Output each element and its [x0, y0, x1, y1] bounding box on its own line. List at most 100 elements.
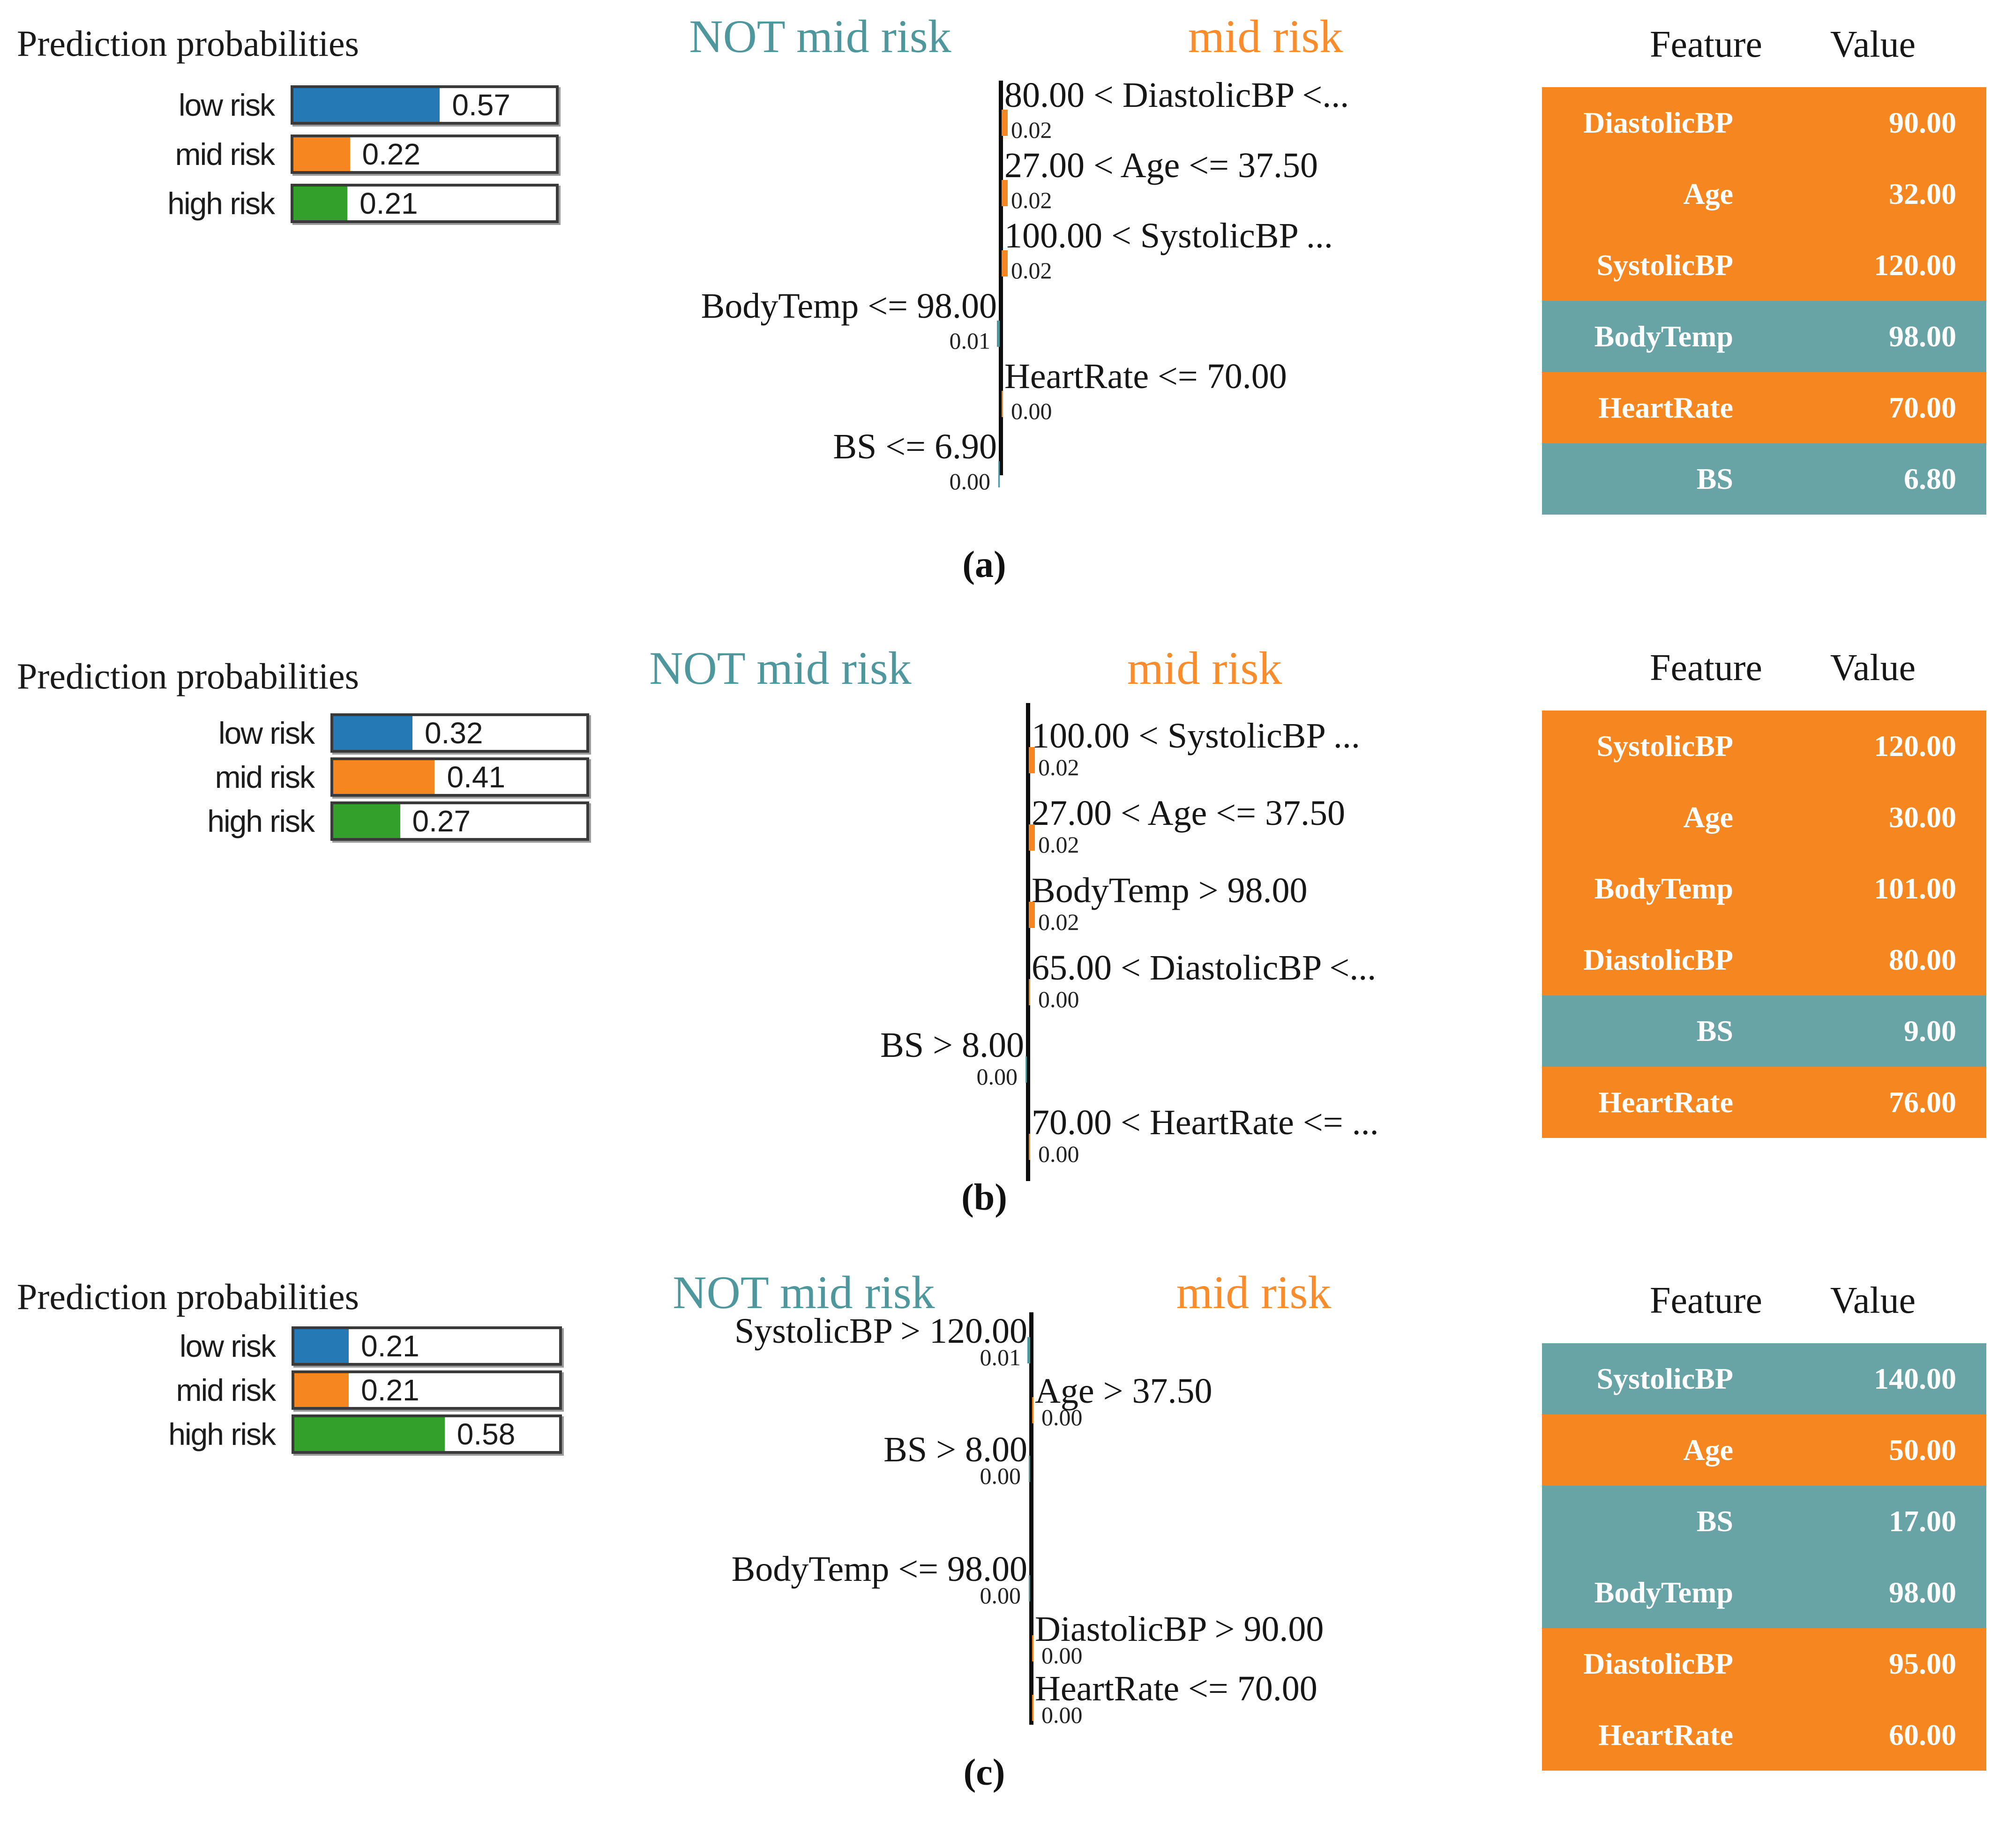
positive-class-header: mid risk	[1127, 642, 1282, 694]
weight-value: 0.02	[1011, 257, 1052, 284]
table-row: BS 6.80	[1542, 443, 1986, 515]
feature-cell: BodyTemp	[1594, 872, 1733, 905]
probability-row-high-risk: high risk 0.58	[0, 1414, 1991, 1454]
positive-class-header: mid risk	[1188, 10, 1343, 62]
table-header-value: Value	[1830, 24, 1916, 65]
table-row: BS 9.00	[1542, 995, 1986, 1067]
panel-a: Prediction probabilities low risk 0.57 m…	[0, 0, 1991, 623]
weight-value: 0.00	[1041, 1404, 1083, 1430]
table-header-feature: Feature	[1650, 24, 1762, 65]
feature-cell: SystolicBP	[1596, 1362, 1733, 1395]
probability-row-low-risk: low risk 0.21	[0, 1326, 1991, 1366]
condition-label: 27.00 < Age <= 37.50	[1032, 793, 1346, 833]
feature-cell: Age	[1683, 801, 1733, 834]
condition-label: DiastolicBP > 90.00	[1035, 1609, 1324, 1649]
feature-cell: SystolicBP	[1596, 729, 1733, 763]
negative-class-header: NOT mid risk	[649, 642, 912, 694]
feature-cell: Age	[1683, 177, 1733, 210]
value-cell: 50.00	[1889, 1433, 1956, 1466]
prob-label: high risk	[207, 804, 315, 838]
prob-bar-fill	[294, 1329, 349, 1363]
table-row: DiastolicBP 90.00	[1542, 87, 1986, 158]
lime-row: 27.00 < Age <= 37.50 0.02	[0, 145, 1991, 216]
weight-value: 0.00	[1038, 1141, 1079, 1167]
table-row: SystolicBP 140.00	[1542, 1343, 1986, 1414]
table-row: DiastolicBP 95.00	[1542, 1628, 1986, 1699]
table-row: SystolicBP 120.00	[1542, 230, 1986, 301]
weight-tick	[1002, 391, 1003, 417]
condition-label: 100.00 < SystolicBP ...	[1004, 216, 1333, 255]
table-row: HeartRate 70.00	[1542, 372, 1986, 443]
condition-label: BS > 8.00	[880, 1025, 1024, 1065]
prob-label: high risk	[167, 186, 275, 221]
condition-label: SystolicBP > 120.00	[734, 1311, 1027, 1351]
weight-tick	[1029, 979, 1030, 1005]
prob-bar: 0.41	[330, 757, 589, 797]
feature-cell: HeartRate	[1598, 1718, 1733, 1751]
value-cell: 90.00	[1889, 106, 1956, 139]
prob-bar: 0.58	[292, 1414, 562, 1454]
weight-tick	[1025, 1056, 1027, 1083]
prob-bar-fill	[293, 137, 350, 171]
feature-cell: HeartRate	[1598, 391, 1733, 424]
weight-tick	[1029, 1575, 1030, 1601]
prob-value: 0.41	[447, 760, 506, 794]
feature-cell: DiastolicBP	[1583, 943, 1733, 976]
prob-label: low risk	[179, 1329, 276, 1363]
value-cell: 80.00	[1889, 943, 1956, 976]
weight-value: 0.02	[1038, 754, 1079, 780]
condition-label: HeartRate <= 70.00	[1004, 357, 1287, 396]
lime-row: 100.00 < SystolicBP ... 0.02	[0, 216, 1991, 286]
value-cell: 98.00	[1889, 1576, 1956, 1609]
weight-tick	[1029, 747, 1035, 773]
table-header-value: Value	[1830, 647, 1916, 688]
value-cell: 60.00	[1889, 1718, 1956, 1751]
condition-label: 27.00 < Age <= 37.50	[1004, 146, 1318, 185]
weight-tick	[1032, 1397, 1033, 1423]
weight-tick	[1032, 1695, 1033, 1721]
prob-bar: 0.22	[291, 135, 559, 174]
table-header-feature: Feature	[1650, 1280, 1762, 1321]
weight-value: 0.00	[1041, 1702, 1083, 1728]
weight-value: 0.00	[980, 1463, 1021, 1489]
condition-label: 100.00 < SystolicBP ...	[1032, 716, 1360, 756]
prob-bar: 0.21	[292, 1370, 562, 1410]
prob-bar: 0.32	[330, 713, 589, 753]
lime-row: BodyTemp <= 98.00 0.01	[0, 286, 1991, 356]
probability-row-mid-risk: mid risk 0.21	[0, 1370, 1991, 1410]
weight-value: 0.00	[1038, 986, 1079, 1012]
prob-value: 0.27	[412, 804, 471, 838]
table-row: HeartRate 76.00	[1542, 1067, 1986, 1138]
value-cell: 9.00	[1904, 1014, 1956, 1047]
probability-row-mid-risk: mid risk 0.41	[0, 757, 1991, 797]
probability-row-low-risk: low risk 0.32	[0, 713, 1991, 753]
value-cell: 98.00	[1889, 320, 1956, 353]
prob-value: 0.57	[452, 88, 510, 122]
lime-row: BodyTemp > 98.00 0.02	[0, 870, 1991, 941]
weight-tick	[1029, 1134, 1030, 1160]
table-row: Age 50.00	[1542, 1414, 1986, 1486]
value-cell: 70.00	[1889, 391, 1956, 424]
probability-row-high-risk: high risk 0.27	[0, 801, 1991, 841]
prob-label: mid risk	[215, 760, 315, 794]
feature-cell: BS	[1696, 462, 1733, 495]
table-row: HeartRate 60.00	[1542, 1699, 1986, 1771]
prob-label: mid risk	[176, 1373, 276, 1407]
table-row: DiastolicBP 80.00	[1542, 924, 1986, 995]
value-cell: 95.00	[1889, 1647, 1956, 1680]
weight-tick	[1029, 902, 1035, 928]
lime-axis	[1026, 703, 1030, 1181]
lime-axis	[1029, 1312, 1033, 1725]
condition-label: 65.00 < DiastolicBP <...	[1032, 948, 1377, 988]
condition-label: BodyTemp <= 98.00	[731, 1549, 1027, 1589]
value-cell: 120.00	[1874, 248, 1956, 282]
value-cell: 6.80	[1904, 462, 1956, 495]
weight-value: 0.01	[949, 328, 991, 354]
panel-c: Prediction probabilities low risk 0.21 m…	[0, 1256, 1991, 1848]
weight-value: 0.02	[1011, 187, 1052, 213]
weight-value: 0.00	[980, 1582, 1021, 1609]
weight-tick	[1032, 1635, 1033, 1661]
condition-label: Age > 37.50	[1035, 1371, 1213, 1411]
lime-row: DiastolicBP > 90.00 0.00	[0, 1609, 1991, 1679]
prob-bar: 0.27	[330, 801, 589, 841]
